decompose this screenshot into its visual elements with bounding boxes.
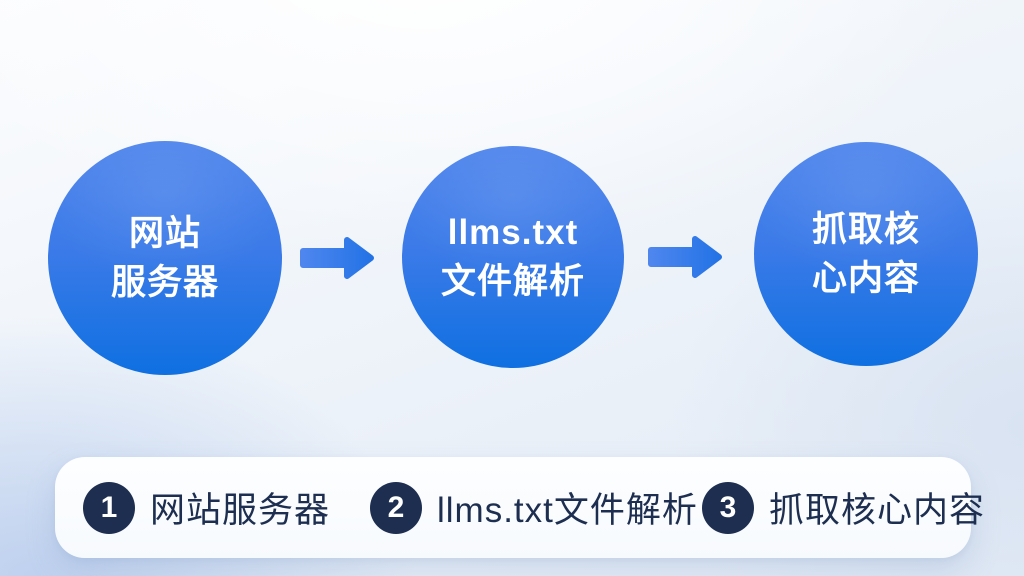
step-number: 2 (387, 490, 405, 524)
step-label-line: 文件解析 (440, 262, 585, 301)
step-number-badge: 2 (370, 481, 422, 534)
legend-label: 网站服务器 (150, 491, 331, 530)
step-label-line: llms.txt (447, 213, 579, 252)
step-circle-extract-core-content: 抓取核 心内容 (754, 142, 978, 366)
legend-item-extract-core-content: 3 抓取核心内容 (702, 481, 986, 534)
step-circle-website-server: 网站 服务器 (48, 141, 282, 375)
legend-label: llms.txt文件解析 (437, 491, 698, 530)
step-circle-label: 网站 服务器 (111, 209, 219, 307)
step-label-line: 抓取核 (811, 210, 920, 249)
step-number-badge: 3 (702, 481, 754, 534)
legend-item-website-server: 1 网站服务器 (83, 481, 331, 534)
step-circle-label: 抓取核 心内容 (812, 205, 920, 303)
step-number-badge: 1 (83, 481, 135, 534)
legend-item-llms-txt-parse: 2 llms.txt文件解析 (370, 481, 698, 534)
step-label-line: 网站 (128, 214, 201, 253)
legend-bar: 1 网站服务器 2 llms.txt文件解析 3 抓取核心内容 (55, 457, 984, 558)
legend-label: 抓取核心内容 (769, 491, 986, 530)
step-number: 1 (100, 490, 118, 524)
step-label-line: 心内容 (811, 259, 920, 298)
step-circle-label: llms.txt 文件解析 (441, 208, 585, 306)
step-label-line: 服务器 (110, 263, 219, 302)
arrow-right-icon (648, 236, 722, 278)
step-number: 3 (719, 490, 737, 524)
step-circle-llms-txt-parse: llms.txt 文件解析 (402, 146, 624, 368)
arrow-right-icon (300, 237, 374, 279)
